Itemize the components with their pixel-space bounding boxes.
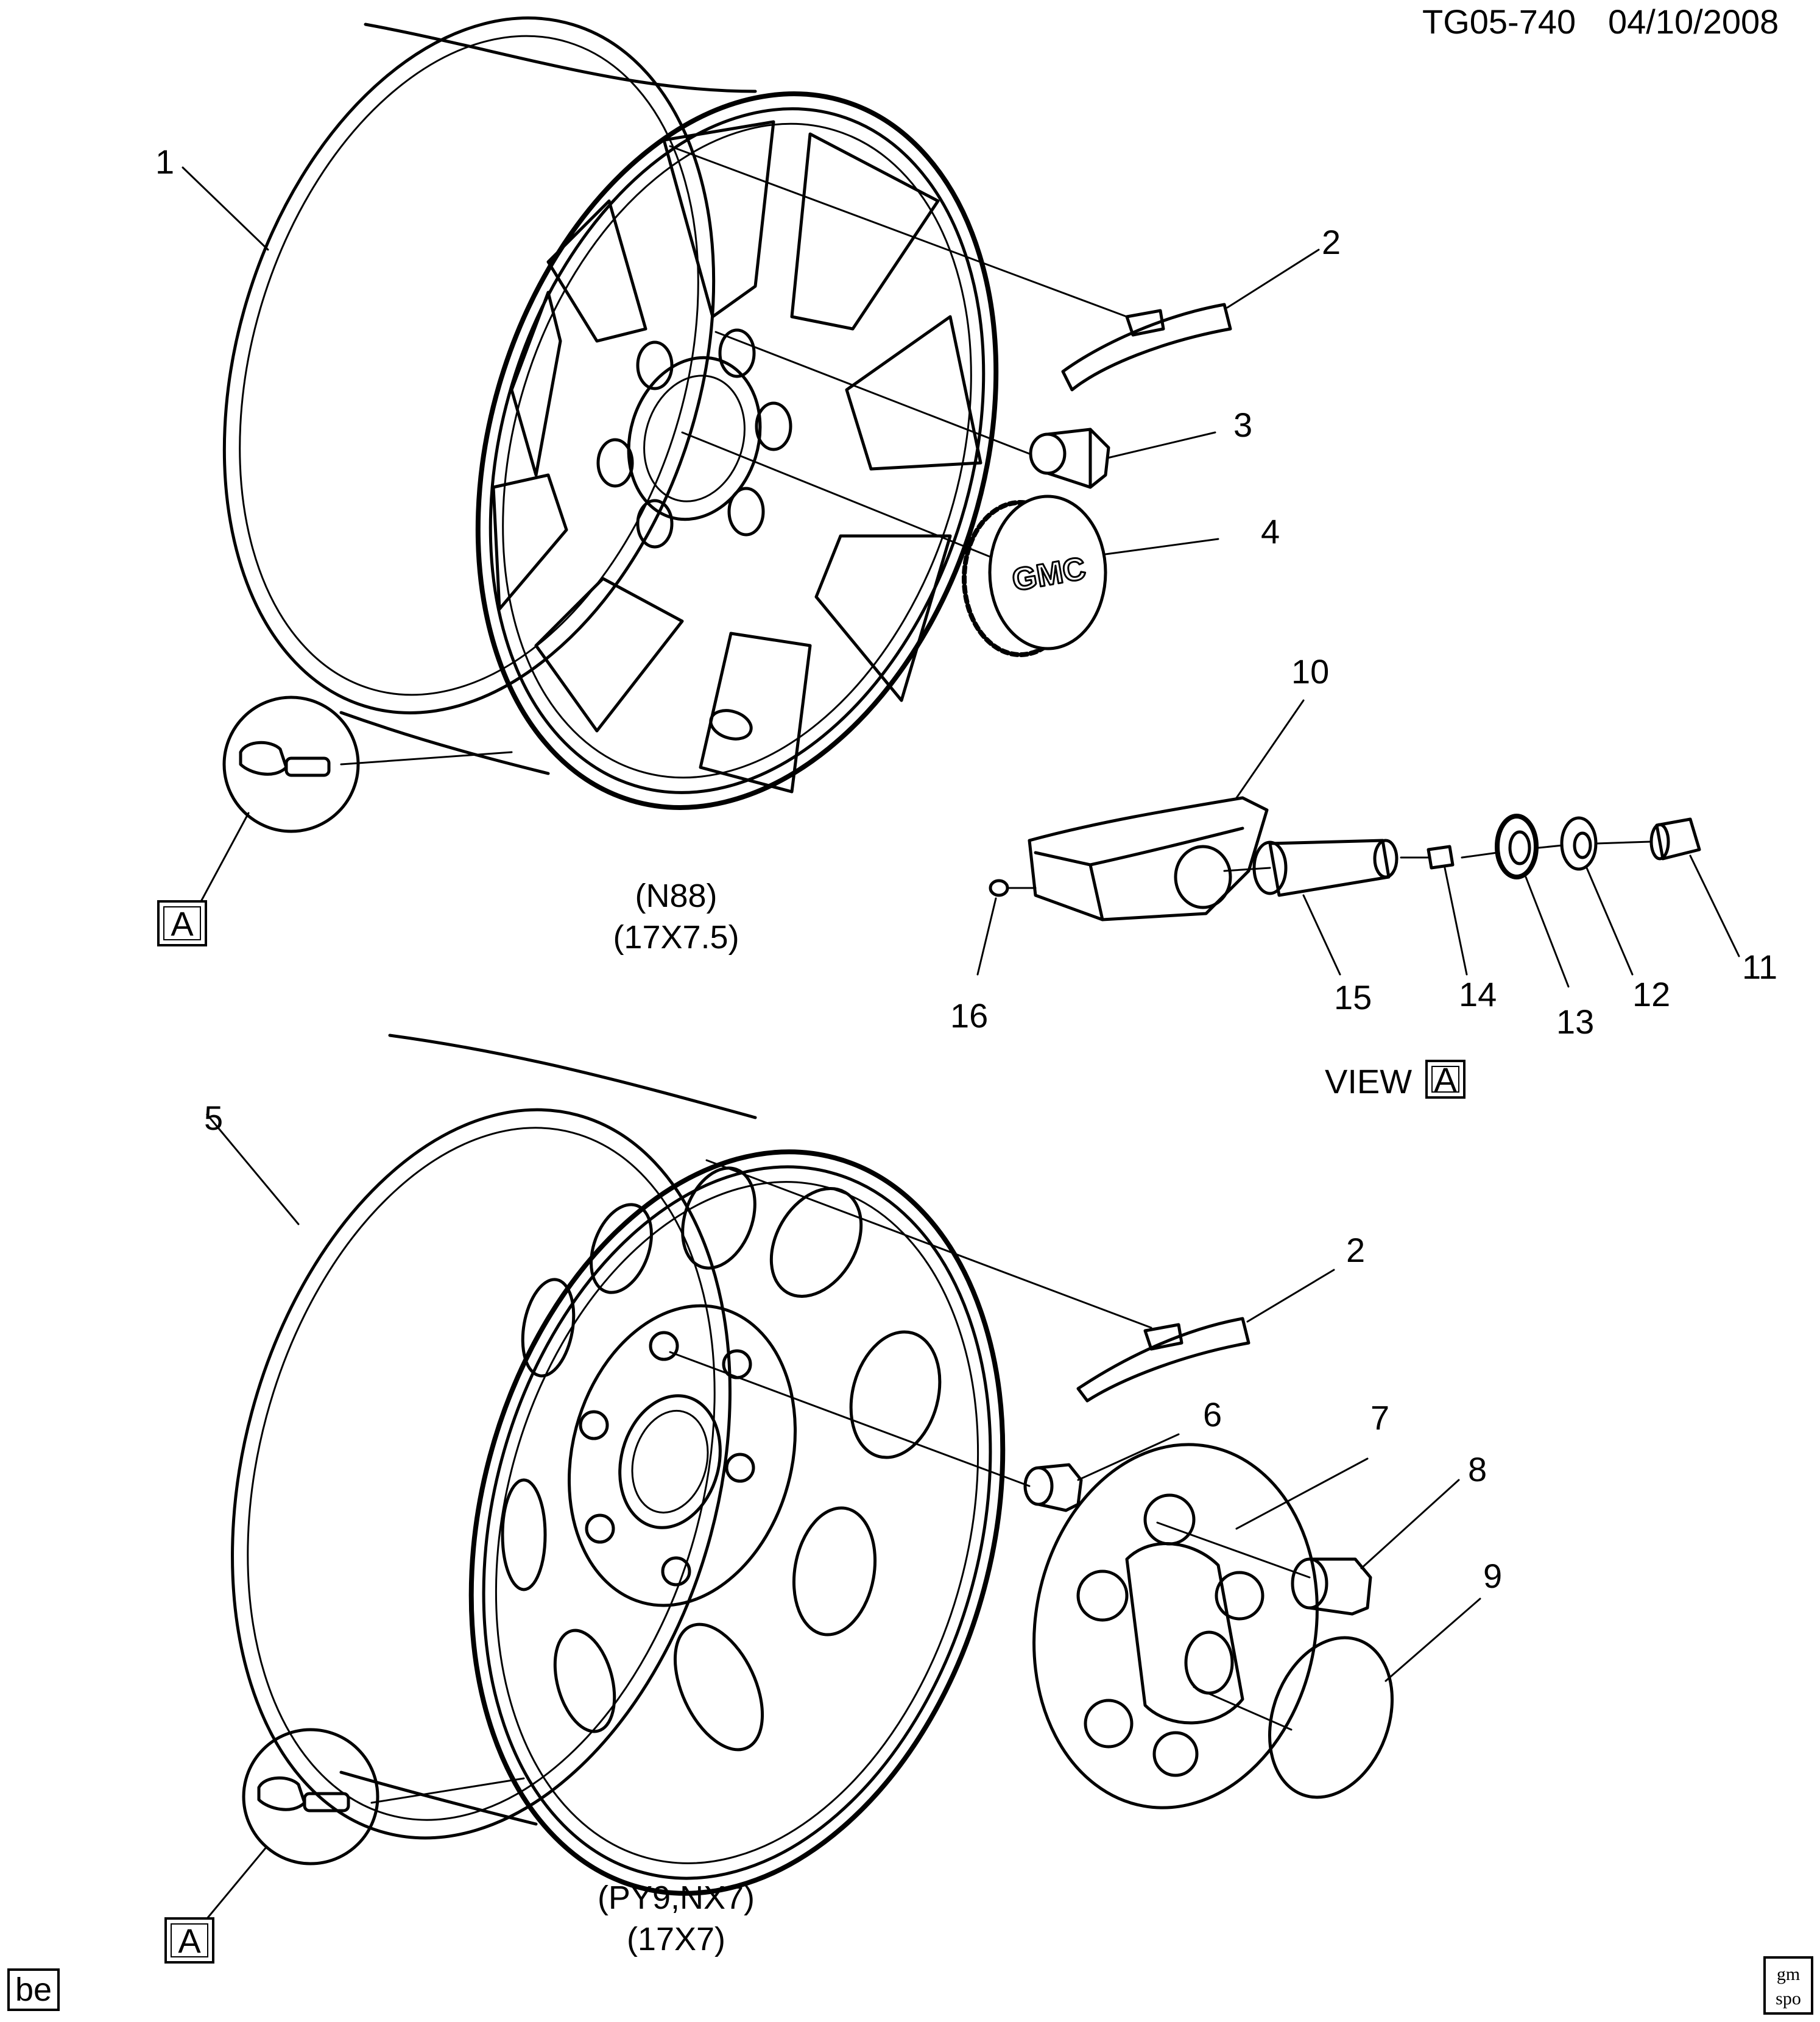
- bottom-wheel-rpo: (PY9,NX7): [597, 1879, 755, 1916]
- tpms-detail-circle-bottom: [206, 1728, 379, 1920]
- detail-a-box-top: A: [157, 900, 207, 946]
- callout-3: 3: [1233, 406, 1253, 444]
- footer-tag-be: be: [7, 1968, 60, 2011]
- tpms-detail-circle-top: [200, 696, 360, 903]
- callout-2-top: 2: [1322, 223, 1341, 261]
- detail-a-box-bottom: A: [164, 1917, 214, 1964]
- callout-10: 10: [1291, 652, 1330, 691]
- callout-11: 11: [1742, 948, 1778, 986]
- balance-weight-bottom: [1076, 1269, 1335, 1403]
- callout-8: 8: [1468, 1450, 1487, 1488]
- view-a-label: VIEW: [1325, 1062, 1413, 1101]
- emblem-disc: [1268, 1598, 1481, 1799]
- bottom-wheel-leaders: [206, 1113, 1311, 1804]
- lug-nut-steel: [1023, 1433, 1180, 1512]
- callout-4: 4: [1261, 512, 1280, 551]
- top-wheel-rpo: (N88): [635, 878, 718, 914]
- callout-7: 7: [1370, 1398, 1390, 1437]
- cap-nut: [1291, 1479, 1460, 1616]
- callout-6: 6: [1203, 1395, 1222, 1434]
- bottom-wheel-size: (17X7): [626, 1921, 726, 1957]
- center-cap: GMC: [962, 495, 1219, 657]
- top-wheel-leaders: [182, 145, 1128, 766]
- tpms-sensor-view-a: [976, 699, 1740, 988]
- drawing-date: 04/10/2008: [1608, 2, 1779, 41]
- balance-weight-top: [1061, 248, 1320, 392]
- gm-spo-logo-bottom: spo: [1776, 1989, 1801, 2009]
- callout-9: 9: [1483, 1557, 1503, 1595]
- center-cap-steel: [1032, 1443, 1369, 1809]
- callout-5: 5: [204, 1099, 224, 1137]
- gm-spo-logo: gm spo: [1763, 1956, 1813, 2015]
- aluminum-wheel-n88: [222, 16, 999, 810]
- callout-14: 14: [1459, 975, 1497, 1013]
- callout-16: 16: [950, 996, 989, 1035]
- gm-spo-logo-top: gm: [1776, 1964, 1801, 1984]
- view-a-box: A: [1425, 1060, 1466, 1099]
- top-wheel-size: (17X7.5): [613, 919, 739, 956]
- lug-nut: [1029, 428, 1216, 489]
- callout-13: 13: [1556, 1002, 1595, 1041]
- callout-1: 1: [155, 143, 175, 181]
- drawing-code: TG05-740: [1422, 2, 1576, 41]
- callout-2-bottom: 2: [1346, 1231, 1366, 1269]
- steel-wheel-py9-nx7: [231, 1034, 1006, 1896]
- callout-12: 12: [1632, 975, 1671, 1013]
- callout-15: 15: [1334, 978, 1372, 1016]
